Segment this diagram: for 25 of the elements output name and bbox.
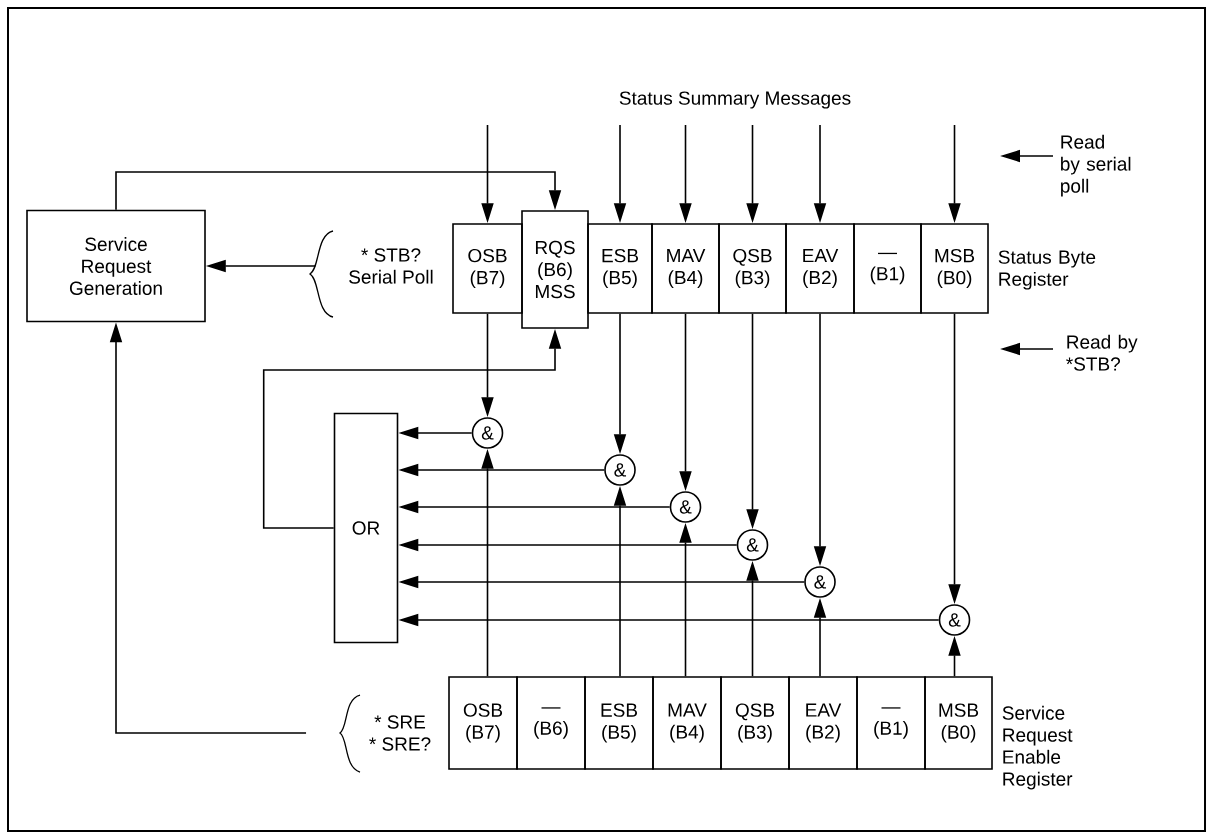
text-label: Service Request Enable Register [1002,705,1073,790]
text-label: Status Summary Messages [619,91,851,109]
register-cell: MAV (B4) [651,223,720,314]
command-text: * STB? Serial Poll [349,248,433,284]
or-gate-box: OR [333,412,399,644]
process-box: Service Request Generation [26,209,206,323]
register-cell: QSB (B3) [718,223,787,314]
register-cell: MSB (B0) [920,223,989,314]
register-cell: RQS (B6) MSS [521,210,589,329]
register-cell: ESB (B5) [584,676,654,770]
register-cell: — (B1) [853,223,922,314]
register-cell: ESB (B5) [587,223,653,314]
register-cell: — (B1) [856,676,926,770]
text-label: Read by *STB? [1066,334,1138,371]
register-cell: EAV (B2) [788,676,858,770]
register-cell: QSB (B3) [720,676,790,770]
register-cell: MAV (B4) [652,676,722,770]
text-label: Read by serial poll [1061,134,1131,197]
register-cell: — (B6) [516,676,586,770]
arrow [115,171,562,211]
register-cell: MSB (B0) [924,676,993,770]
command-text: * SRE * SRE? [369,715,431,751]
register-cell: OSB (B7) [452,223,523,314]
register-cell: EAV (B2) [785,223,855,314]
register-cell: OSB (B7) [448,676,518,770]
